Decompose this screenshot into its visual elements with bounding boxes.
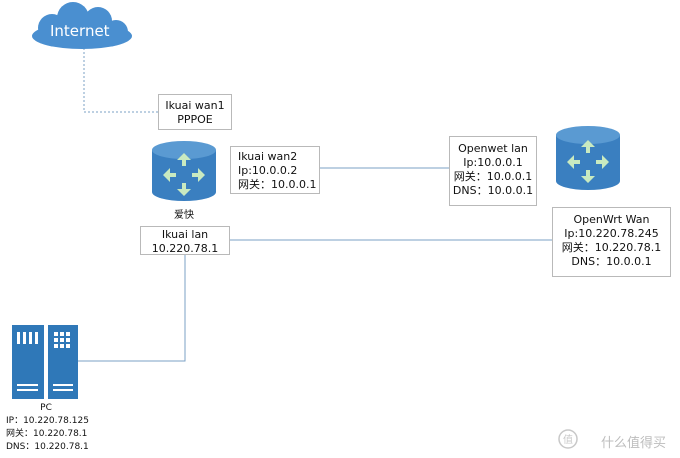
ikuai-lan-box: Ikuai lan 10.220.78.1 xyxy=(140,226,230,255)
openwrt-wan-gateway: 网关：10.220.78.1 xyxy=(561,241,662,254)
ikuai-wan1-box: Ikuai wan1 PPPOE xyxy=(158,94,232,130)
openwrt-wan-ip: Ip:10.220.78.245 xyxy=(564,227,659,240)
ikuai-wan2-gateway: 网关：10.0.0.1 xyxy=(238,178,317,191)
pc-icon xyxy=(12,325,78,399)
openwrt-router-icon xyxy=(556,126,620,190)
ikuai-wan2-box: Ikuai wan2 Ip:10.0.0.2 网关：10.0.0.1 xyxy=(230,146,320,194)
ikuai-lan-ip: 10.220.78.1 xyxy=(151,242,219,255)
openwrt-wan-dns: DNS：10.0.0.1 xyxy=(571,255,652,268)
ikuai-wan1-name: Ikuai wan1 xyxy=(165,99,225,112)
watermark-logo-icon: 值 xyxy=(558,429,578,449)
internet-link xyxy=(83,48,158,113)
pc-title: PC xyxy=(40,403,52,413)
openwrt-lan-name: Openwet lan xyxy=(458,142,528,155)
pc-dns: DNS：10.220.78.1 xyxy=(6,442,89,452)
openwrt-lan-gateway: 网关：10.0.0.1 xyxy=(453,170,533,183)
openwrt-lan-box: Openwet lan Ip:10.0.0.1 网关：10.0.0.1 DNS：… xyxy=(449,136,537,206)
watermark-text: 什么值得买 xyxy=(600,436,666,451)
pc-ip: IP：10.220.78.125 xyxy=(6,416,89,426)
ikuai-wan2-ip: Ip:10.0.0.2 xyxy=(238,164,298,177)
openwrt-wan-name: OpenWrt Wan xyxy=(573,213,650,226)
pc-gateway: 网关：10.220.78.1 xyxy=(6,429,88,439)
openwrt-lan-ip: Ip:10.0.0.1 xyxy=(463,156,523,169)
openwrt-wan-box: OpenWrt Wan Ip:10.220.78.245 网关：10.220.7… xyxy=(552,207,671,277)
internet-cloud xyxy=(32,2,132,49)
ikuai-wan2-name: Ikuai wan2 xyxy=(238,150,298,163)
internet-label: Internet xyxy=(50,22,110,40)
svg-text:值: 值 xyxy=(563,433,573,446)
pc-link xyxy=(78,254,186,362)
openwrt-lan-dns: DNS：10.0.0.1 xyxy=(452,184,534,197)
ikuai-router-icon xyxy=(152,141,216,201)
ikuai-lan-name: Ikuai lan xyxy=(161,228,209,241)
ikuai-wan1-mode: PPPOE xyxy=(177,113,213,126)
ikuai-router-label: 爱快 xyxy=(174,210,194,221)
